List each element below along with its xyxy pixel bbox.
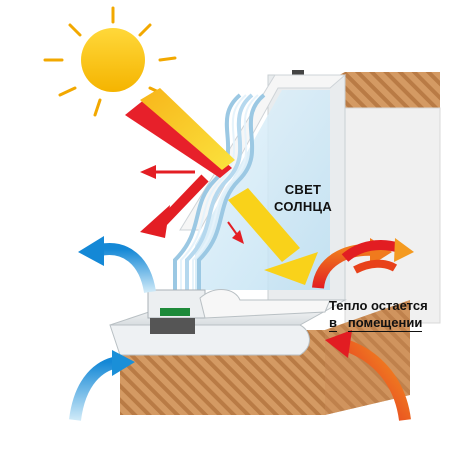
cold-air-arrow (69, 236, 156, 421)
heat-retained-label: Тепло остается в помещении (329, 297, 428, 332)
reflected-light-arrow (140, 165, 244, 244)
window-sill (109, 289, 347, 356)
heat-label-line1: Тепло остается (329, 298, 428, 313)
glass-panes (173, 90, 330, 300)
heat-label-line2: в помещении (329, 314, 428, 332)
heat-label-line2-a: в (329, 315, 337, 332)
heat-flow-arrow (312, 238, 414, 421)
sunlight-label: СВЕТ СОЛНЦА (268, 181, 338, 215)
heat-label-line2-b: помещении (347, 315, 423, 332)
sunbeam-arrow (125, 88, 318, 285)
sunlight-label-line1: СВЕТ (284, 182, 322, 197)
sunlight-label-line2: СОЛНЦА (273, 199, 333, 214)
sun-icon (43, 6, 177, 117)
